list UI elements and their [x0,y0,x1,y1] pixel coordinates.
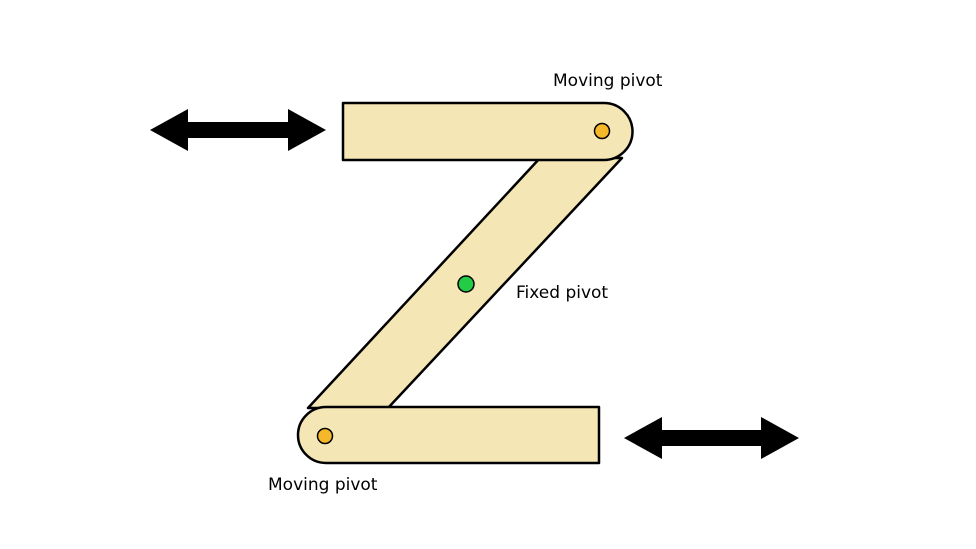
left-double-arrow-icon [150,109,326,151]
fixed-pivot [457,275,475,293]
moving-pivot-bottom [316,427,334,445]
moving-pivot-bottom-label: Moving pivot [268,475,378,495]
right-double-arrow-icon [624,417,799,459]
moving-pivot-top-label: Moving pivot [553,71,663,91]
bottom-link [296,405,601,465]
moving-pivot-top [593,122,611,140]
fixed-pivot-label: Fixed pivot [516,283,608,303]
top-link [341,101,634,162]
